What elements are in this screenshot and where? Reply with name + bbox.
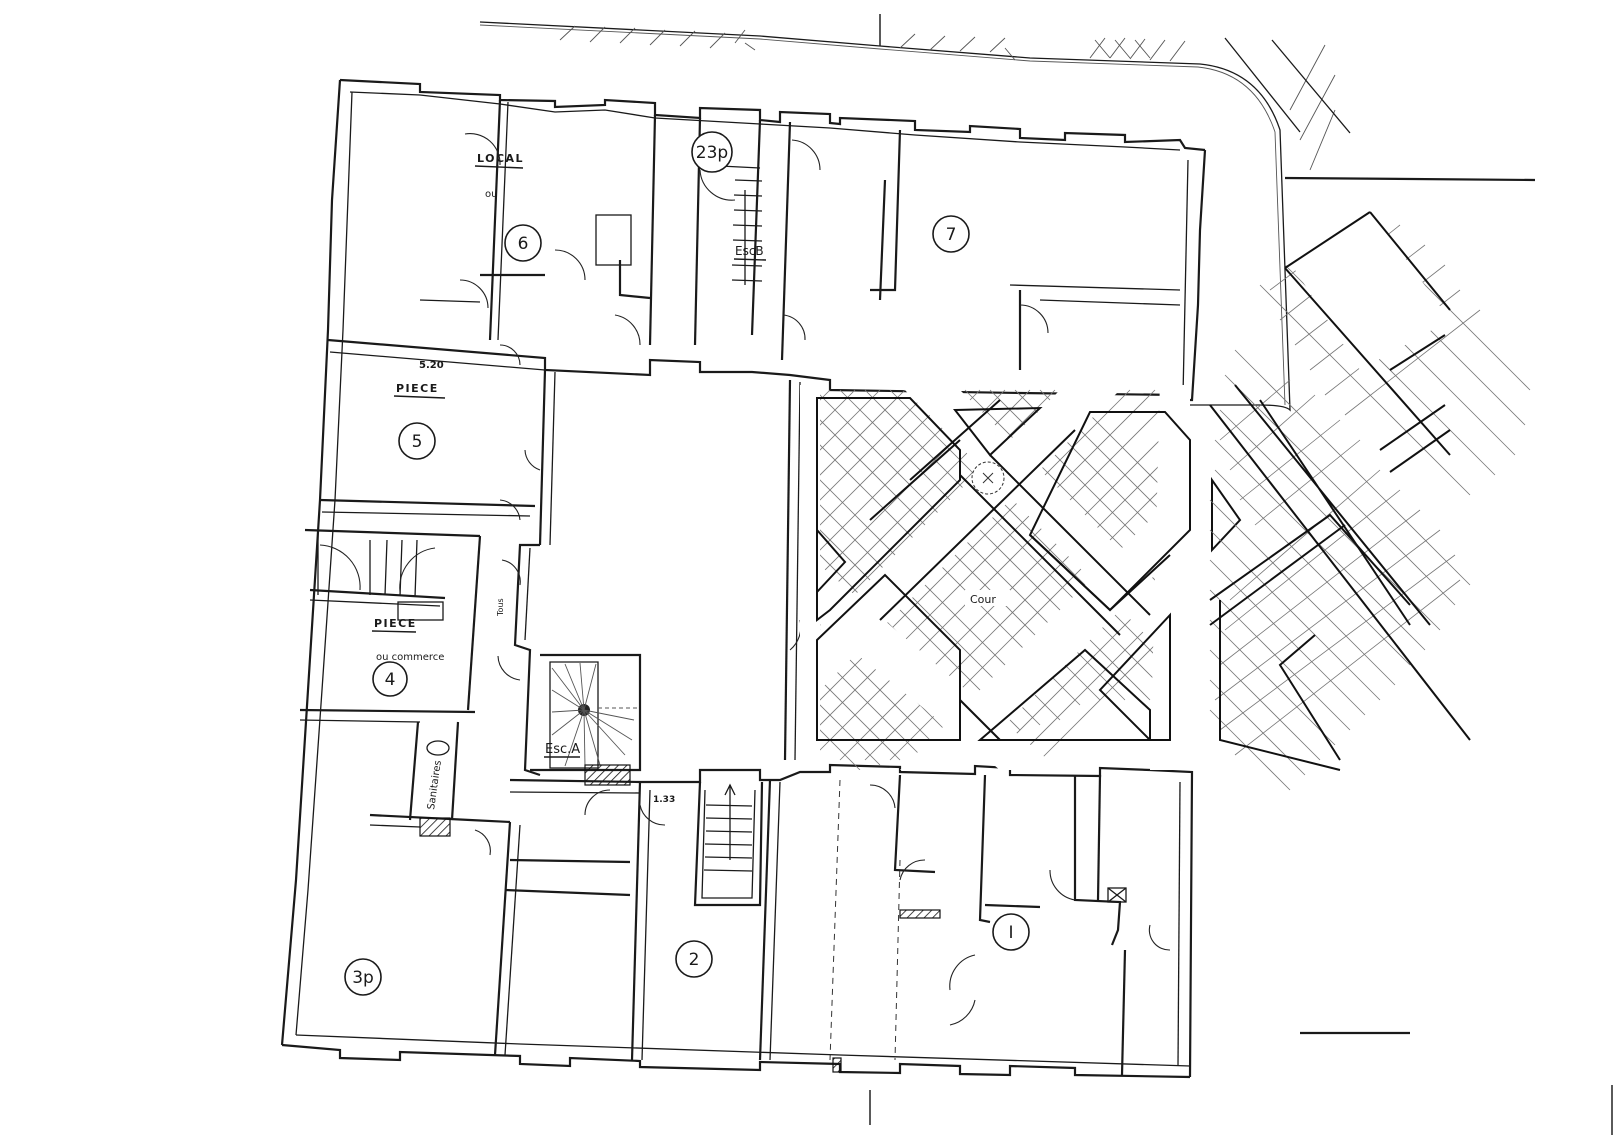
sanitaires: Sanitaires <box>426 760 444 811</box>
room-6: LOCAL ou 6 <box>474 152 542 262</box>
room-4: PIECE ou commerce 4 Tous <box>371 598 505 697</box>
door-swings <box>319 133 1171 1026</box>
room-2: 1.33 2 <box>653 795 713 978</box>
room-2-dimension: 1.33 <box>653 795 675 805</box>
room-4-number: 4 <box>385 670 396 690</box>
street-boundary <box>479 14 1536 412</box>
room-4-side-label: Tous <box>496 598 505 617</box>
courtyard-paving <box>800 385 1242 770</box>
sanitaires-label: Sanitaires <box>426 760 444 811</box>
room-5-dimension: 5.20 <box>419 360 444 371</box>
room-6-label: LOCAL <box>477 152 524 165</box>
room-3p-number: 3p <box>352 968 374 988</box>
sheet-marks <box>869 1085 1613 1135</box>
stair-a-label: Esc.A <box>545 742 580 757</box>
room-1-number: I <box>1008 923 1013 943</box>
room-4-sublabel: ou commerce <box>376 652 444 663</box>
room-7-number: 7 <box>946 225 957 245</box>
courtyard: Cour <box>965 590 1010 606</box>
stair-b-label: EscB <box>735 244 764 258</box>
room-4-label: PIECE <box>374 617 417 630</box>
courtyard-label: Cour <box>970 593 996 606</box>
room-5-number: 5 <box>412 432 423 452</box>
room-23p-number: 23p <box>696 143 728 163</box>
exterior-paving <box>1209 210 1531 1035</box>
stair-a: Esc.A <box>544 742 580 758</box>
room-6-number: 6 <box>518 234 529 254</box>
building-outline <box>280 78 1207 1079</box>
room-23p: 23p EscB <box>691 131 767 285</box>
room-3p: 3p <box>344 958 382 996</box>
room-2-number: 2 <box>689 950 700 970</box>
room-6-sublabel: ou <box>485 189 497 200</box>
room-1: I <box>992 913 1030 951</box>
room-5-label: PIECE <box>396 382 439 395</box>
room-5: 5.20 PIECE 5 <box>393 360 446 460</box>
interior-walls <box>299 99 1181 1076</box>
room-7: 7 <box>932 215 970 253</box>
